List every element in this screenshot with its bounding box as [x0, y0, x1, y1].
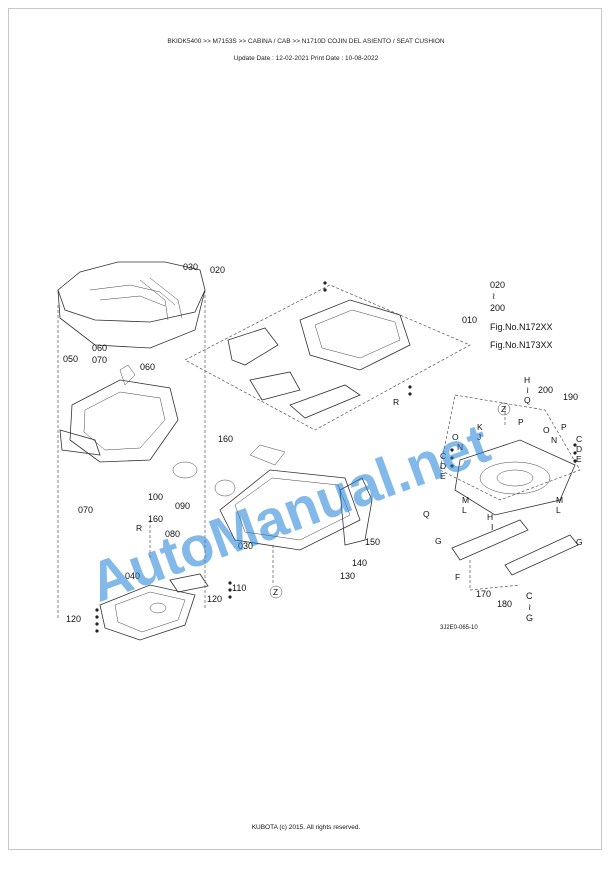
- callout-160b: 160: [148, 514, 163, 524]
- callout-110: 110: [232, 583, 246, 593]
- ref-o-2: O: [543, 425, 550, 435]
- breadcrumb: BKIDK5400 >> M7153S >> CABINA / CAB >> N…: [167, 38, 445, 45]
- callout-160: 160: [218, 434, 233, 444]
- seat-cushion-part[interactable]: [57, 261, 206, 349]
- ref-c-2: C: [576, 434, 582, 444]
- seat-bracket-part[interactable]: [227, 299, 411, 419]
- callout-130: 130: [340, 571, 355, 581]
- copyright-footer: KUBOTA (c) 2015. All rights reserved.: [251, 824, 361, 831]
- ref-g-2: G: [576, 537, 583, 547]
- callout-090: 090: [175, 501, 190, 511]
- ref-e-2: E: [576, 454, 582, 464]
- callout-120b: 120: [66, 614, 81, 624]
- ref-g: G: [435, 536, 442, 546]
- ref-m-2: M: [556, 495, 563, 505]
- ref-k: K: [477, 422, 483, 432]
- ref-l: L: [462, 505, 467, 515]
- callout-140: 140: [352, 558, 367, 568]
- figure-code: 3J2E0-065-10: [440, 625, 478, 631]
- callout-letter-g: G: [526, 613, 533, 623]
- callout-010: 010: [462, 315, 477, 325]
- callout-180: 180: [497, 599, 512, 609]
- callout-190: 190: [563, 392, 578, 402]
- fastener-dots: [95, 281, 577, 633]
- range-tilde-2: ≀: [528, 602, 531, 612]
- swivel-plate-part[interactable]: [451, 439, 579, 576]
- callout-200b: 200: [490, 303, 505, 313]
- callout-080: 080: [165, 529, 180, 539]
- ref-l-2: L: [556, 505, 561, 515]
- ref-r-2: R: [393, 397, 399, 407]
- range-tilde: ≀: [492, 291, 495, 301]
- watermark-text: AutoManual.net: [81, 411, 497, 614]
- callout-200: 200: [538, 385, 553, 395]
- callout-070: 070: [92, 355, 107, 365]
- callout-100: 100: [148, 492, 163, 502]
- callout-170: 170: [476, 589, 491, 599]
- ref-p: P: [518, 417, 524, 427]
- mount-plate-part[interactable]: [99, 573, 209, 641]
- ref-n-2: N: [551, 435, 557, 445]
- page-frame: [8, 8, 602, 850]
- callout-150: 150: [365, 537, 380, 547]
- callout-020b: 020: [490, 280, 505, 290]
- ref-h: H: [524, 375, 530, 385]
- ref-r: R: [136, 523, 142, 533]
- ref-e: E: [440, 471, 446, 481]
- ref-n: N: [457, 442, 463, 452]
- ref-j: J: [477, 432, 481, 442]
- callout-120: 120: [207, 594, 222, 604]
- ref-z-2: Z: [501, 404, 506, 414]
- ref-h-2: H: [487, 512, 493, 522]
- figure-ref-n173: Fig.No.N173XX: [490, 340, 553, 350]
- seat-pan-part[interactable]: [59, 364, 179, 463]
- callout-030b: 030: [238, 541, 253, 551]
- ref-f: F: [455, 572, 460, 582]
- ref-z: Z: [273, 587, 278, 597]
- callout-030: 030: [183, 262, 198, 272]
- figure-ref-n172: Fig.No.N172XX: [490, 322, 553, 332]
- ref-q-2: Q: [423, 509, 430, 519]
- ref-c: C: [440, 451, 446, 461]
- date-info: Update Date : 12-02-2021 Print Date : 10…: [233, 55, 379, 62]
- callout-060: 060: [92, 343, 107, 353]
- ref-d-2: D: [576, 444, 582, 454]
- suspension-base-part[interactable]: [172, 444, 373, 551]
- ref-p-2: P: [561, 422, 567, 432]
- callout-letter-c: C: [526, 591, 533, 601]
- callout-060b: 060: [140, 362, 155, 372]
- ref-o: O: [452, 432, 459, 442]
- callout-040: 040: [125, 571, 140, 581]
- callout-020: 020: [210, 265, 225, 275]
- ref-m: M: [462, 495, 469, 505]
- range-tilde-3: ≀: [526, 385, 529, 395]
- callout-050: 050: [63, 354, 78, 364]
- ref-q: Q: [524, 395, 531, 405]
- callout-070b: 070: [78, 505, 93, 515]
- ref-d: D: [440, 461, 446, 471]
- ref-i: I: [491, 522, 493, 532]
